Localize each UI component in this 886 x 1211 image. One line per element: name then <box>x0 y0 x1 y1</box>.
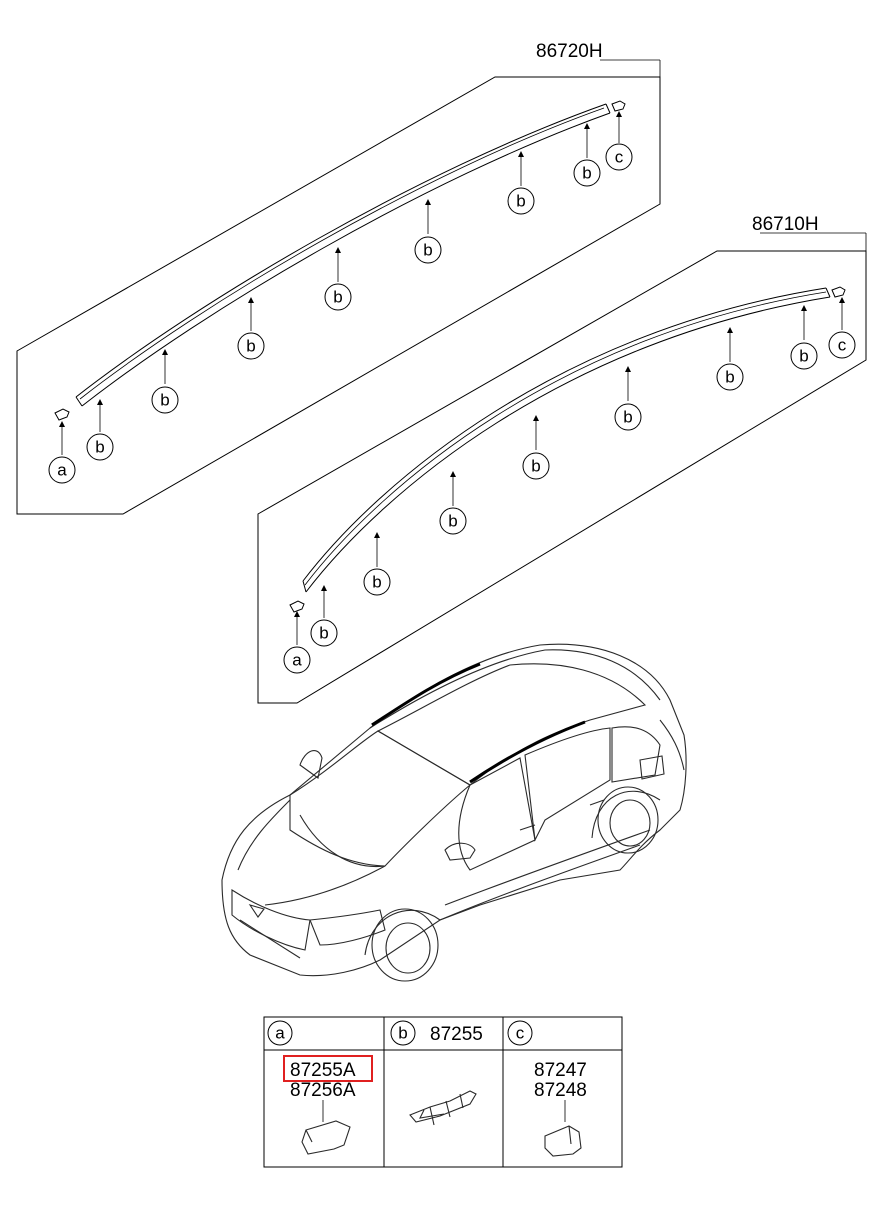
upper-callout-a[interactable]: a <box>48 456 76 484</box>
part-number-87247[interactable]: 87247 <box>534 1060 587 1081</box>
lower-callout-b[interactable]: b <box>614 403 642 431</box>
svg-text:b: b <box>398 1024 407 1043</box>
svg-text:b: b <box>372 573 381 592</box>
upper-part-number: 86720H <box>536 41 603 62</box>
svg-text:c: c <box>516 1024 525 1043</box>
part-number-87256A[interactable]: 87256A <box>290 1080 356 1101</box>
lower-callout-b[interactable]: b <box>790 342 818 370</box>
upper-callout-b[interactable]: b <box>151 386 179 414</box>
svg-text:b: b <box>516 192 525 211</box>
upper-arrows <box>59 111 622 455</box>
legend-frame <box>263 1016 623 1168</box>
part-number-87255[interactable]: 87255 <box>430 1024 483 1045</box>
lower-callout-b[interactable]: b <box>522 452 550 480</box>
lower-callout-b[interactable]: b <box>716 363 744 391</box>
clip-a-icon <box>301 1120 351 1155</box>
svg-text:b: b <box>623 408 632 427</box>
lower-group: 86710H a b b b b b b b c <box>257 214 867 704</box>
car-illustration <box>221 643 687 982</box>
svg-text:b: b <box>95 438 104 457</box>
svg-text:c: c <box>838 336 847 355</box>
legend-cell-c: c 87247 87248 <box>507 1020 587 1157</box>
legend-cell-a: a 87255A 87256A <box>267 1020 373 1155</box>
svg-text:a: a <box>57 461 67 480</box>
svg-text:b: b <box>333 288 342 307</box>
upper-clip-a <box>54 408 70 421</box>
svg-text:b: b <box>531 457 540 476</box>
upper-clip-c <box>611 100 626 112</box>
lower-callout-b[interactable]: b <box>363 568 391 596</box>
lower-part-number: 86710H <box>752 214 819 235</box>
upper-group: 86720H a b b b b b b <box>16 41 661 515</box>
upper-callout-b[interactable]: b <box>324 283 352 311</box>
clip-b-icon <box>409 1090 477 1126</box>
lower-clip-c <box>831 286 846 298</box>
svg-text:b: b <box>246 337 255 356</box>
highlight-box <box>283 1055 373 1082</box>
lower-callout-a[interactable]: a <box>283 646 311 674</box>
svg-text:a: a <box>275 1024 285 1043</box>
upper-callout-b[interactable]: b <box>573 159 601 187</box>
upper-callout-c[interactable]: c <box>605 143 633 171</box>
lower-arrows <box>294 297 845 645</box>
svg-text:b: b <box>582 164 591 183</box>
svg-text:a: a <box>292 651 302 670</box>
legend-cell-b: b 87255 <box>390 1020 483 1126</box>
lower-clip-a <box>289 600 305 613</box>
rear-wheel <box>591 786 661 854</box>
svg-text:b: b <box>423 241 432 260</box>
lower-group-frame <box>257 250 867 704</box>
svg-text:c: c <box>615 148 624 167</box>
legend-letter-c: c <box>507 1020 533 1046</box>
lower-callout-c[interactable]: c <box>828 331 856 359</box>
upper-roof-moulding <box>75 103 611 407</box>
lower-callout-b[interactable]: b <box>310 619 338 647</box>
front-wheel <box>364 908 441 982</box>
upper-group-frame <box>16 76 661 515</box>
upper-callout-b[interactable]: b <box>414 236 442 264</box>
upper-callout-b[interactable]: b <box>237 332 265 360</box>
svg-text:b: b <box>319 624 328 643</box>
svg-text:b: b <box>160 391 169 410</box>
legend-letter-a: a <box>267 1020 293 1046</box>
svg-text:b: b <box>799 347 808 366</box>
part-number-87255A[interactable]: 87255A <box>290 1060 356 1081</box>
lower-callout-b[interactable]: b <box>439 507 467 535</box>
legend-table: a 87255A 87256A b 87255 c 87247 87248 <box>263 1016 623 1168</box>
legend-letter-b: b <box>390 1020 416 1046</box>
part-number-87248[interactable]: 87248 <box>534 1080 587 1101</box>
lower-roof-moulding <box>302 287 831 593</box>
upper-callout-b[interactable]: b <box>86 433 114 461</box>
upper-callout-b[interactable]: b <box>507 187 535 215</box>
svg-text:b: b <box>448 512 457 531</box>
svg-text:b: b <box>725 368 734 387</box>
clip-c-icon <box>544 1125 582 1157</box>
